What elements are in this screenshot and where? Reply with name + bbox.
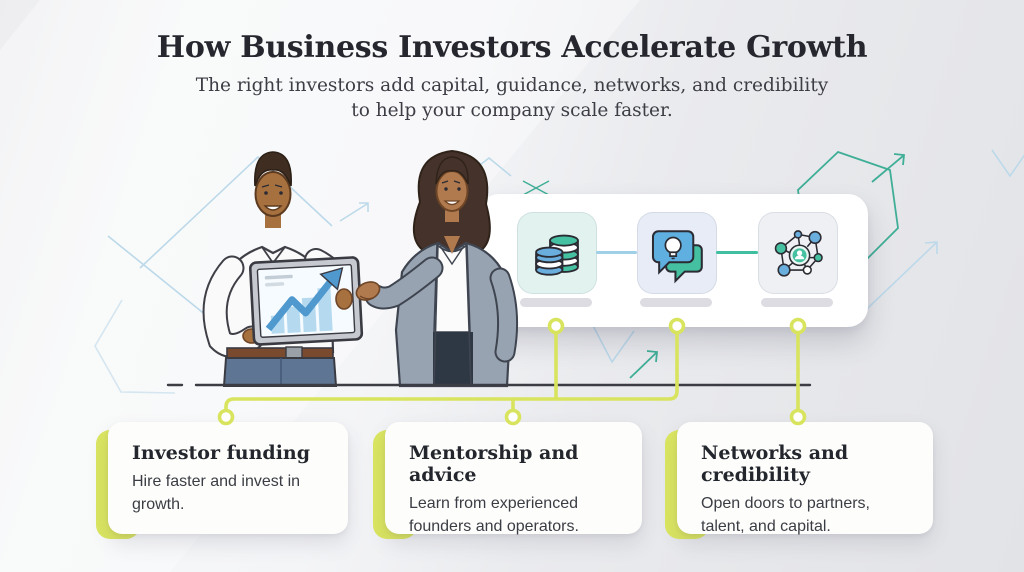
chat-lightbulb-icon <box>651 230 703 284</box>
card-title: Mentorship and advice <box>409 442 579 486</box>
page-subtitle: The right investors add capital, guidanc… <box>0 74 1024 124</box>
icon-panel-card <box>479 194 868 327</box>
networks-icon-tile <box>758 212 838 294</box>
coin-stacks-icon <box>535 234 579 276</box>
funding-icon-tile <box>517 212 597 294</box>
card-title: Networks and credibility <box>701 442 849 486</box>
network-nodes-icon <box>774 230 823 277</box>
placeholder-bar <box>520 298 592 307</box>
card-text: Open doors to partners, talent, and capi… <box>701 495 870 535</box>
card-mentorship: Mentorship and advice Learn from experie… <box>373 422 642 539</box>
placeholder-bar <box>761 298 833 307</box>
card-title: Investor funding <box>132 442 311 464</box>
man-figure <box>202 151 364 387</box>
card-text: Learn from experienced founders and oper… <box>409 495 579 535</box>
page-title: How Business Investors Accelerate Growth <box>156 30 868 65</box>
placeholder-bar <box>640 298 712 307</box>
woman-figure <box>355 149 519 388</box>
subtitle-line-1: The right investors add capital, guidanc… <box>195 75 829 96</box>
tile-connector-blue <box>596 251 637 254</box>
mentorship-icon-tile <box>637 212 717 294</box>
card-text: Hire faster and invest in growth. <box>132 473 301 513</box>
card-networks: Networks and credibility Open doors to p… <box>665 422 933 539</box>
subtitle-line-2: to help your company scale faster. <box>351 99 673 121</box>
tile-connector-teal <box>716 251 758 254</box>
card-investor-funding: Investor funding Hire faster and invest … <box>96 422 348 539</box>
header: How Business Investors Accelerate Growth… <box>0 30 1024 124</box>
